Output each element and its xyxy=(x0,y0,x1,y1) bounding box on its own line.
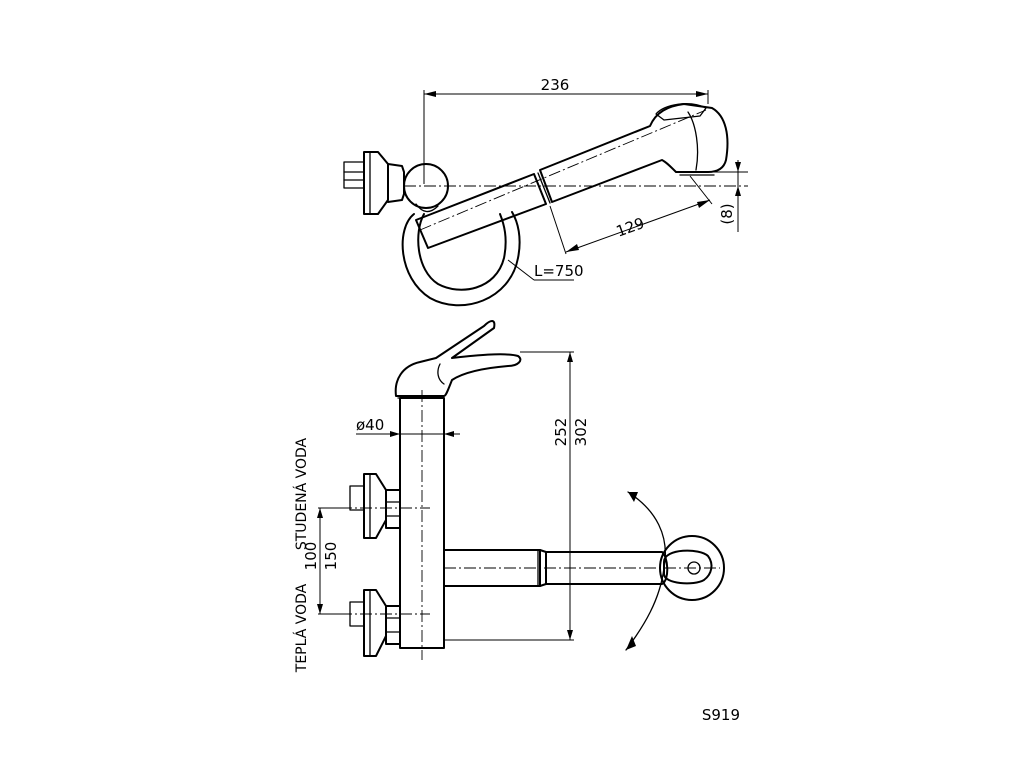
hose-loop xyxy=(401,211,521,307)
spout-side xyxy=(443,535,725,601)
cold-inlet-connector xyxy=(349,473,401,539)
dim-236-label: 236 xyxy=(541,76,570,94)
hot-inlet-connector xyxy=(349,589,401,657)
rotation-arc xyxy=(625,491,666,651)
top-view: 236 129 (8) L=750 xyxy=(343,76,748,307)
dim-129-label: 129 xyxy=(614,214,647,241)
dim-302-label: 302 xyxy=(572,418,590,447)
side-view: ø40 252 302 100 150 STUDENÁ VODA TEPLÁ V… xyxy=(293,320,725,673)
spray-head xyxy=(539,103,729,203)
spout-tube xyxy=(415,172,551,249)
hose-length-label: L=750 xyxy=(534,262,584,280)
dim-100-label: 100 xyxy=(302,542,320,571)
cold-water-label: STUDENÁ VODA xyxy=(293,437,310,550)
hot-water-label: TEPLÁ VODA xyxy=(293,583,310,673)
body-column xyxy=(399,390,445,660)
top-wall-connector xyxy=(343,151,405,215)
lever-handle xyxy=(394,320,522,399)
dim-8-label: (8) xyxy=(718,203,736,224)
model-code: S919 xyxy=(702,706,740,724)
dim-150-label: 150 xyxy=(322,542,340,571)
dim-252-label: 252 xyxy=(552,418,570,447)
dim-diameter-label: ø40 xyxy=(356,416,384,434)
